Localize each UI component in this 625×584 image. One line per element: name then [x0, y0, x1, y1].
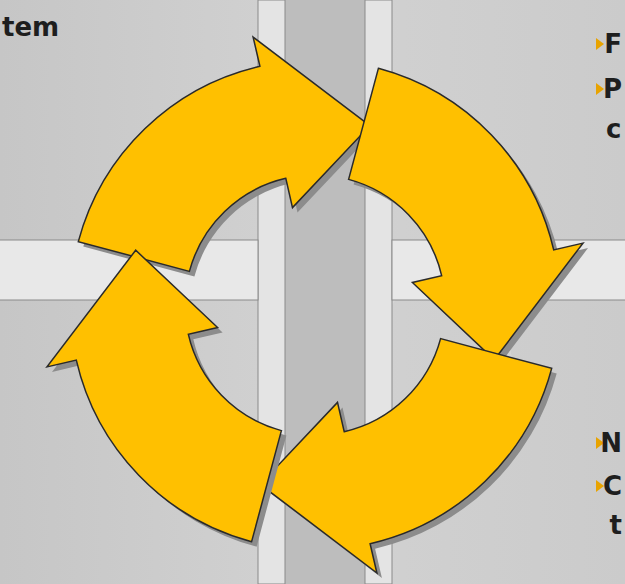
cycle-arrow [260, 339, 552, 573]
bullet-triangle [596, 83, 604, 95]
slide-text: t [610, 510, 622, 540]
bullet-triangle [596, 38, 604, 50]
slide-text: tem [2, 12, 59, 42]
cycle-arrow [349, 68, 583, 360]
cycle-arrows [47, 37, 588, 578]
cycle-arrow [47, 250, 281, 542]
slide-text: C [603, 471, 622, 501]
bullet-triangle [596, 480, 604, 492]
slide-text: c [606, 114, 621, 144]
cycle-arrow [78, 37, 370, 271]
slide-text: F [604, 29, 622, 59]
slide-text: P [603, 74, 622, 104]
slide-text: N [600, 428, 622, 458]
